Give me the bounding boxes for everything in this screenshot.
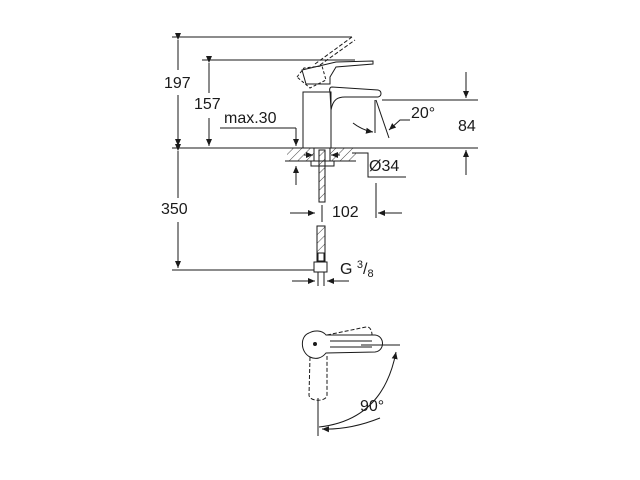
faucet-spout	[329, 86, 382, 111]
label-projection: 102	[332, 204, 359, 221]
faucet-body	[302, 91, 332, 148]
label-spout-height: 157	[194, 96, 221, 113]
label-connection: G 3/8	[340, 259, 374, 280]
label-spout-angle: 20°	[411, 105, 436, 122]
lever-top-view	[301, 330, 383, 359]
label-total-height: 197	[164, 75, 191, 92]
label-hole-diameter: Ø34	[369, 158, 400, 175]
connection-num: 3	[356, 259, 364, 271]
label-max-deck: max.30	[224, 110, 277, 127]
faucet-lever	[301, 60, 374, 85]
connection-slash: /	[363, 261, 368, 278]
connection-den: 8	[367, 268, 374, 280]
hose-upper	[318, 149, 326, 203]
label-lever-rotation: 90°	[360, 398, 385, 415]
connection-prefix: G	[340, 261, 353, 278]
label-outlet-height: 84	[458, 118, 476, 135]
hose-nut	[313, 261, 328, 273]
label-hose-length: 350	[161, 201, 188, 218]
